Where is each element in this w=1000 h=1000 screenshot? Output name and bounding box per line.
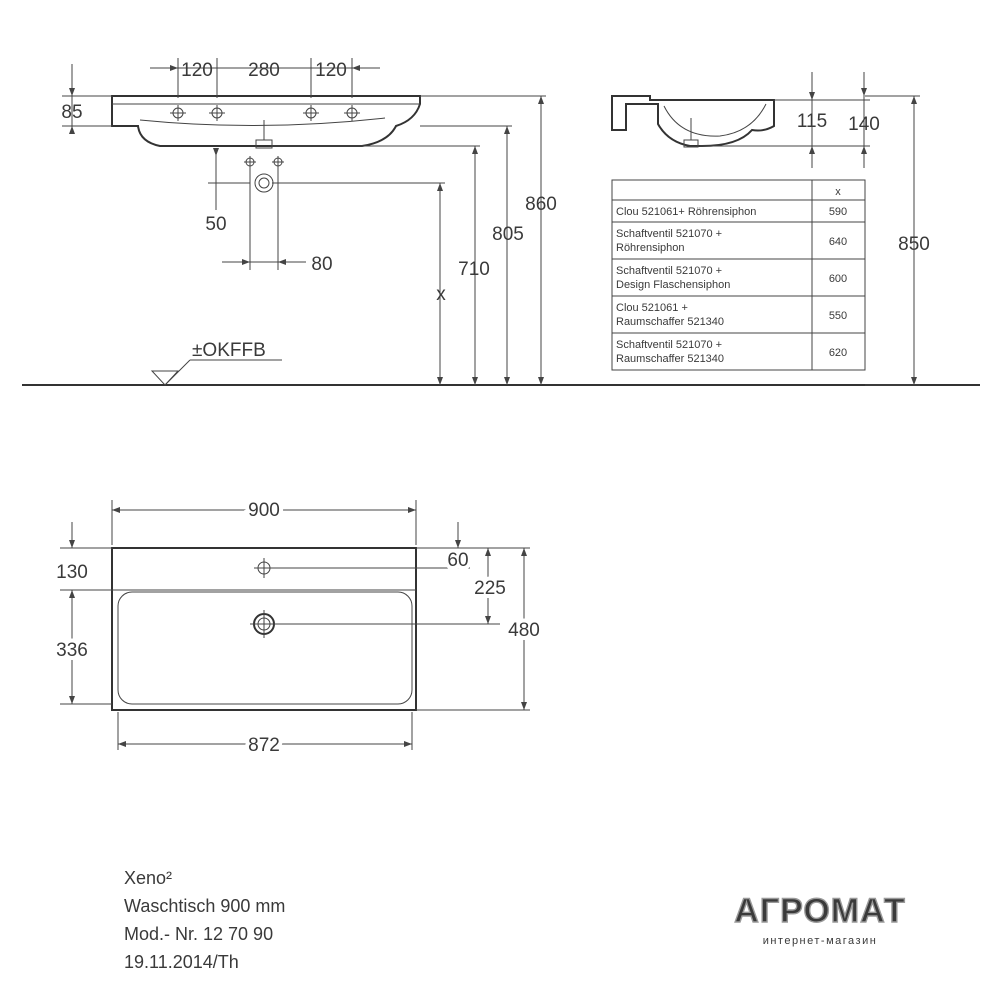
floor-reference-symbol — [150, 359, 282, 386]
left-depth-dimensions — [60, 522, 112, 705]
table-row-5-label-1: Schaftventil 521070 + — [616, 339, 722, 351]
side-dimensions — [700, 72, 920, 386]
info-date: 19.11.2014/Th — [124, 952, 239, 972]
dim-x-label: x — [436, 284, 446, 305]
rim-height-dimension — [62, 64, 112, 134]
table-row-4-label-1: Clou 521061 + — [616, 302, 688, 314]
dim-hole-side-right: 120 — [315, 60, 347, 81]
dim-drain-center: 80 — [311, 254, 332, 275]
height-dimensions — [272, 95, 546, 385]
product-info: Xeno² Waschtisch 900 mm Mod.- Nr. 12 70 … — [124, 868, 285, 972]
dim-top-225: 225 — [474, 578, 506, 599]
dim-hole-center: 280 — [248, 60, 280, 81]
brand-watermark: АГРОМАТ интернет-магазин — [734, 891, 906, 947]
drain-connections — [244, 120, 284, 270]
table-row-2-x: 640 — [829, 236, 847, 248]
basin-inner-curve — [139, 117, 386, 127]
table-header-x: x — [835, 186, 841, 198]
front-view: 120 280 120 85 50 80 — [22, 58, 980, 386]
table-row-4-x: 550 — [829, 310, 847, 322]
table-row-1-x: 590 — [829, 206, 847, 218]
table-row-3-label-1: Schaftventil 521070 + — [616, 265, 722, 277]
dim-side-850: 850 — [898, 234, 930, 255]
table-row-3-x: 600 — [829, 273, 847, 285]
info-product-name: Xeno² — [124, 868, 172, 888]
dim-top-130: 130 — [56, 562, 88, 583]
dim-width: 900 — [248, 500, 280, 521]
right-depth-dimensions — [274, 522, 530, 711]
basin-top-outline — [111, 547, 417, 711]
tap-hole-marks — [170, 105, 360, 121]
dim-height-710: 710 — [458, 259, 490, 280]
basin-top-bowl — [117, 591, 413, 705]
hole-spacing-dimension — [150, 58, 380, 98]
dim-top-depth: 480 — [508, 620, 540, 641]
floor-reference-label: ±OKFFB — [192, 340, 266, 361]
dim-drain-offset: 50 — [205, 214, 226, 235]
table-row-5-x: 620 — [829, 347, 847, 359]
dim-total-height: 860 — [525, 194, 557, 215]
top-drain — [250, 610, 278, 638]
siphon-table: x Clou 521061+ Röhrensiphon 590 Schaftve… — [611, 179, 866, 371]
top-view: 900 872 130 336 — [52, 496, 544, 760]
side-view: 115 140 850 — [611, 72, 930, 386]
inner-width-dimension — [117, 712, 413, 750]
dim-height-805: 805 — [492, 224, 524, 245]
dim-rim-height: 85 — [61, 102, 82, 123]
dim-side-140: 140 — [848, 114, 880, 135]
table-row-2-label-2: Röhrensiphon — [616, 242, 685, 254]
dim-hole-side-left: 120 — [181, 60, 213, 81]
table-row-2-label-1: Schaftventil 521070 + — [616, 228, 722, 240]
table-row-5-label-2: Raumschaffer 521340 — [616, 353, 724, 365]
basin-side-outline — [611, 95, 775, 147]
dim-inner-width: 872 — [248, 735, 280, 756]
table-row-1-label: Clou 521061+ Röhrensiphon — [616, 206, 756, 218]
brand-name: АГРОМАТ — [734, 892, 905, 930]
basin-front-outline — [111, 95, 421, 147]
info-description: Waschtisch 900 mm — [124, 896, 285, 916]
dim-top-336: 336 — [56, 640, 88, 661]
width-dimension — [111, 500, 417, 545]
info-model-number: Mod.- Nr. 12 70 90 — [124, 924, 273, 944]
table-row-3-label-2: Design Flaschensiphon — [616, 279, 730, 291]
table-row-4-label-2: Raumschaffer 521340 — [616, 316, 724, 328]
basin-side-inner — [663, 103, 767, 137]
brand-tagline: интернет-магазин — [763, 935, 878, 947]
drain-offset-dimension — [208, 148, 250, 210]
dim-side-115: 115 — [797, 111, 827, 132]
top-tap-hole — [254, 558, 274, 578]
dim-top-60: 60 — [447, 550, 468, 571]
drain-center-dimension — [222, 259, 306, 265]
